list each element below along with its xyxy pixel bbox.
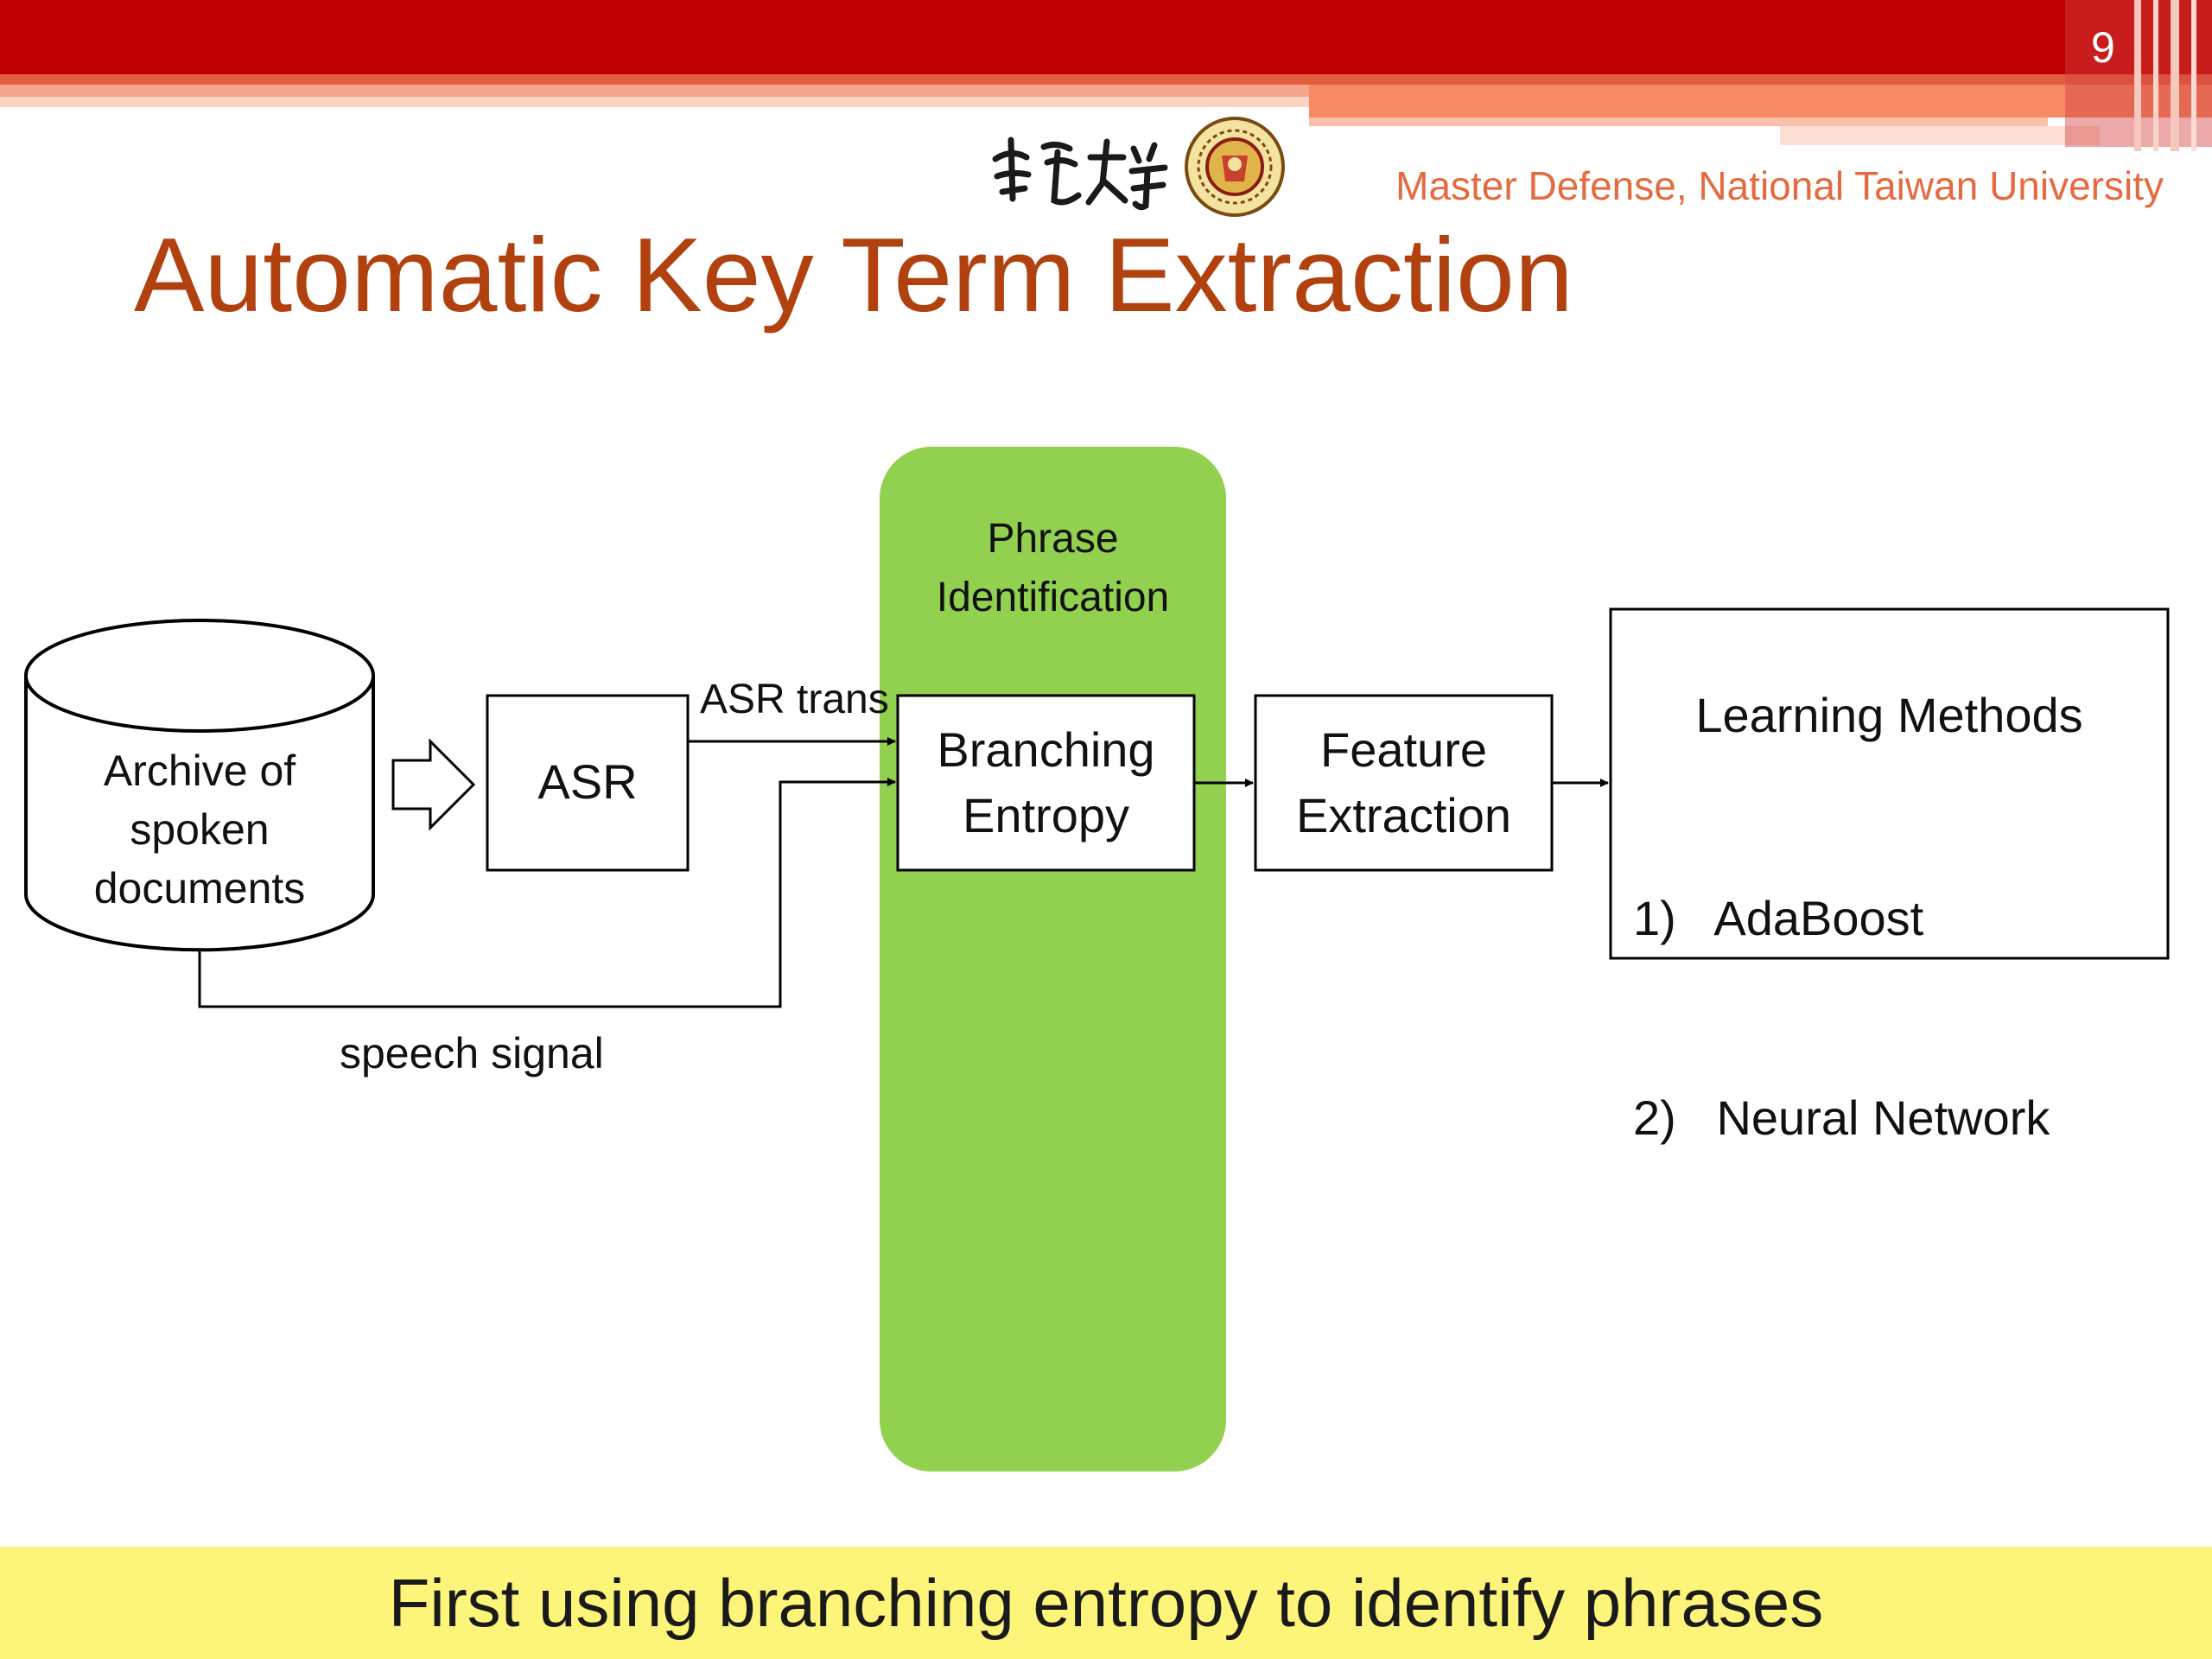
branching-entropy-line-1: Branching [937,722,1155,777]
archive-label-line-2: spoken [130,805,270,854]
learning-item-adaboost: 1) AdaBoost [1633,891,1924,945]
feature-extraction-line-1: Feature [1320,722,1487,777]
speech-signal-arrow [198,778,896,1008]
archive-label: Archive of spoken documents [35,741,365,918]
asr-box-label: ASR [537,754,638,809]
block-arrow-icon [391,738,476,831]
archive-label-line-3: documents [93,864,306,912]
learning-methods-list: 1) AdaBoost 2) Neural Network [1633,752,2050,1284]
caption-text: First using branching entropy to identif… [388,1565,1824,1641]
phrase-identification-line-1: Phrase [987,516,1119,562]
feature-extraction-label: Feature Extraction [1255,717,1552,849]
feature-extraction-box [1254,694,1554,872]
header-bar [0,0,2212,151]
slide-title: Automatic Key Term Extraction [134,216,1573,334]
archive-label-line-1: Archive of [103,747,296,795]
learning-methods-box [1609,607,2170,960]
flow-diagram [24,447,2170,1471]
caption-banner [0,1547,2212,1659]
slide-subtitle: Master Defense, National Taiwan Universi… [1395,163,2164,208]
university-seal-icon [1185,117,1285,217]
asr-trans-label: ASR trans [700,677,889,722]
learning-item-neural-network: 2) Neural Network [1633,1090,2050,1145]
branching-entropy-label: Branching Entropy [898,717,1194,849]
calligraphy-logo-icon [992,137,1168,211]
learning-methods-title: Learning Methods [1695,688,2083,742]
speech-signal-label: speech signal [340,1029,604,1077]
feature-extraction-line-2: Extraction [1296,788,1511,842]
archive-database-cylinder [24,619,375,952]
branching-entropy-box [896,694,1196,872]
asr-box [486,694,690,872]
university-logo [985,114,1287,222]
branching-entropy-line-2: Entropy [963,788,1129,842]
phrase-identification-title: Phrase Identification [880,510,1226,627]
phrase-identification-line-2: Identification [936,575,1170,620]
page-number: 9 [2091,23,2115,72]
